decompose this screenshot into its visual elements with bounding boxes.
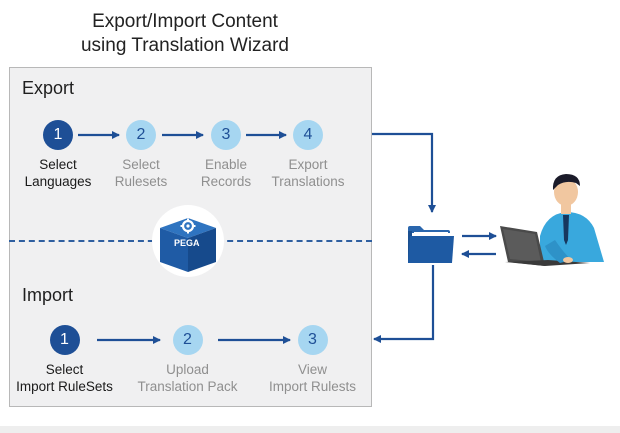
folder-icon <box>408 226 454 263</box>
export-label: Export <box>22 78 75 98</box>
exchange-arrows <box>461 232 497 258</box>
title-line-2: using Translation Wizard <box>80 35 290 56</box>
pega-logo-text: PEGA <box>174 238 200 248</box>
step-number: 2 <box>172 325 203 355</box>
step-number: 1 <box>43 120 73 150</box>
step-number: 3 <box>211 120 241 150</box>
bottom-strip <box>0 426 620 433</box>
diagram-title: Export/Import Content using Translation … <box>40 10 330 58</box>
gear-icon <box>180 218 196 234</box>
export-to-folder-arrow <box>372 132 436 213</box>
step-number: 3 <box>297 325 328 355</box>
step-number: 2 <box>126 120 156 150</box>
folder-to-import-arrow <box>373 265 435 343</box>
user-at-laptop-icon <box>500 174 604 266</box>
pega-logo: PEGA <box>152 205 224 277</box>
step-number: 1 <box>49 325 80 355</box>
title-line-1: Export/Import Content <box>92 11 278 32</box>
step-number: 4 <box>293 120 323 150</box>
import-label: Import <box>22 285 74 305</box>
